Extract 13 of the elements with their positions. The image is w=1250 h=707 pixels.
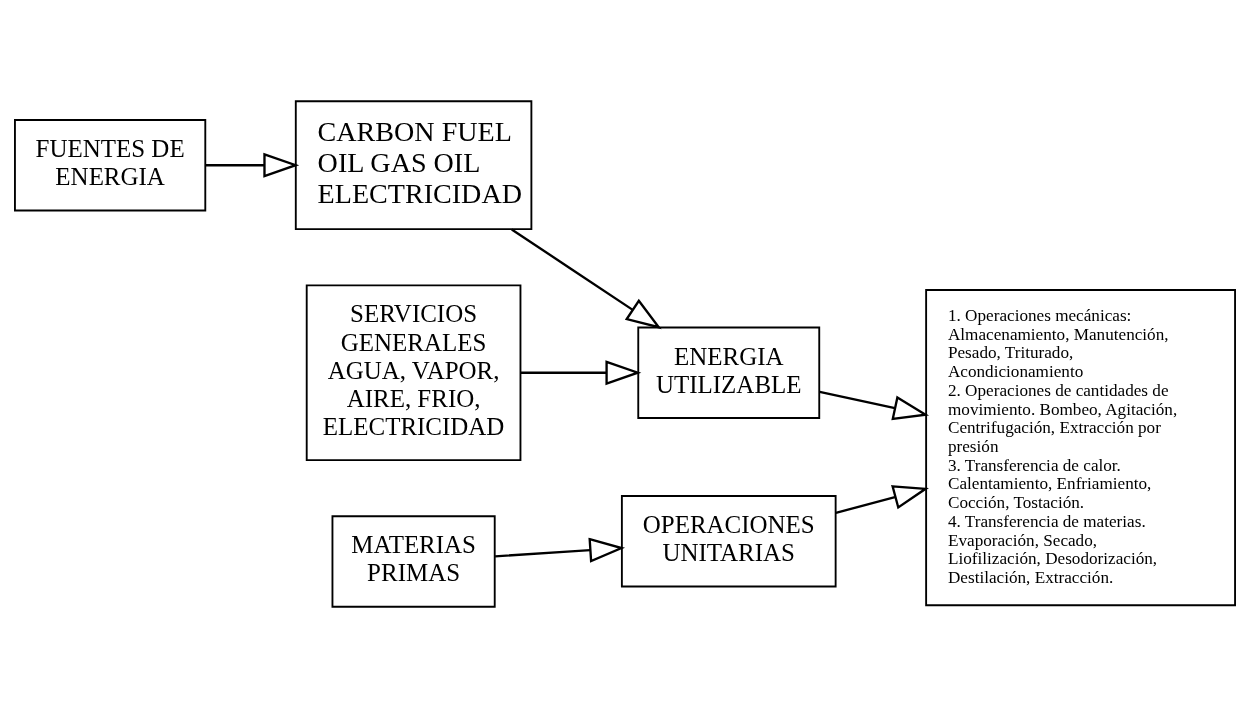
node-box: MATERIAS PRIMAS xyxy=(331,514,496,608)
node-box: CARBON FUEL OIL GAS OIL ELECTRICIDAD xyxy=(294,99,533,230)
node-box: 1. Operaciones mecánicas: Almacenamiento, Manutención, Pesado, Triturado, Acondicionamiento 2. Operaciones de cantidades de movimiento. Bombeo, Agitación, Centrifugación, Extracción por presión 3. Transferencia de calor. Calentamiento, Enfriamiento, Cocción, Tostación. 4. Transferencia de materias. Evaporación, Secado, Liofilización, Desodorización, Destilación, Extracción. xyxy=(925,288,1236,606)
node-box: ENERGIA UTILIZABLE xyxy=(637,326,821,419)
arrow xyxy=(511,227,662,329)
arrow xyxy=(835,484,929,514)
node-box: SERVICIOS GENERALES AGUA, VAPOR, AIRE, FRIO, ELECTRICIDAD xyxy=(305,283,522,461)
node-box: FUENTES DE ENERGIA xyxy=(14,118,207,211)
arrow xyxy=(819,390,930,420)
arrow xyxy=(495,537,626,563)
node-box: OPERACIONES UNITARIAS xyxy=(620,494,837,587)
arrow xyxy=(205,152,300,178)
arrow xyxy=(520,359,642,385)
